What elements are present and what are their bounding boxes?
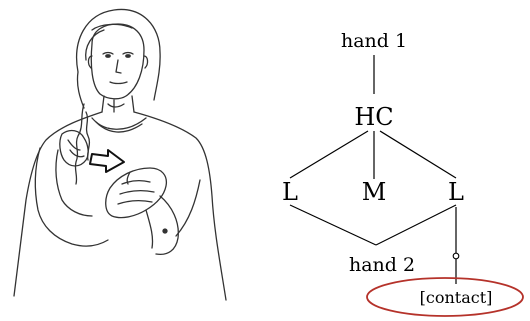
right-hand — [106, 168, 167, 218]
edge-hc-l-left — [290, 131, 368, 178]
signer-illustration — [14, 9, 226, 300]
edge-marker — [453, 253, 459, 259]
node-hand1: hand 1 — [341, 30, 407, 52]
node-l-left: L — [282, 178, 298, 206]
left-hand — [60, 131, 88, 166]
node-l-right: L — [448, 178, 464, 206]
braid — [75, 104, 84, 184]
node-contact: [contact] — [420, 288, 493, 307]
edge-l-left-hand2 — [290, 205, 376, 245]
right-arrow-icon — [90, 150, 124, 172]
feature-tree: hand 1 HC L M L hand 2 [contact] — [282, 30, 523, 316]
right-arm — [146, 196, 178, 254]
node-hand2: hand 2 — [349, 254, 415, 276]
torso — [14, 112, 226, 300]
edge-hc-l-right — [380, 131, 456, 178]
node-m: M — [362, 178, 387, 206]
edge-l-right-hand2 — [376, 205, 456, 245]
node-hc: HC — [354, 103, 393, 131]
